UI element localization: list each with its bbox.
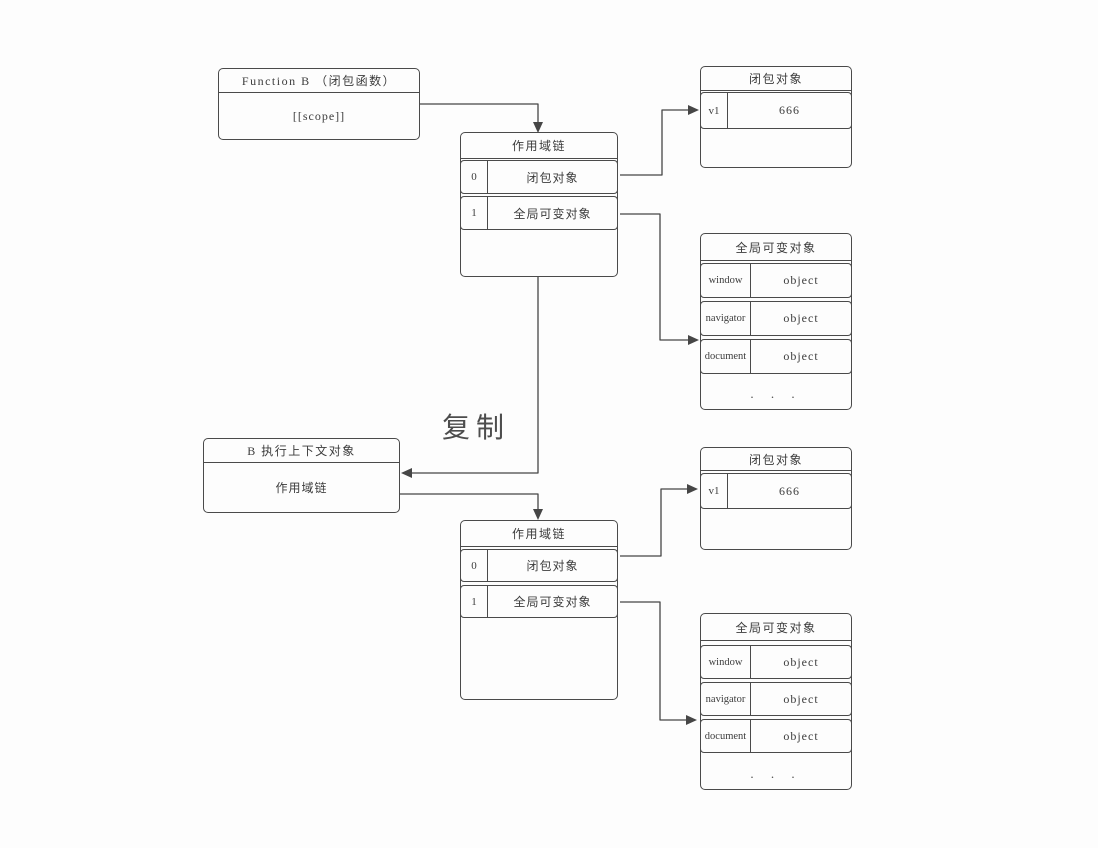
row-key: window (701, 264, 751, 297)
arrow-functionb-to-scopechain-top (420, 103, 543, 133)
row-key: document (701, 340, 751, 373)
row-value: 闭包对象 (526, 170, 579, 185)
scope-chain-top-box: 作用域链 0 闭包对象 1 全局可变对象 (460, 132, 618, 277)
arrow-scopechain-bottom-row0-to-closure-bottom (620, 484, 698, 557)
row-key: v1 (701, 93, 728, 128)
row-index: 0 (461, 550, 488, 581)
arrow-exec-context-to-scopechain-bottom (400, 493, 543, 520)
scope-chain-bottom-box: 作用域链 0 闭包对象 1 全局可变对象 (460, 520, 618, 700)
scope-chain-top-row-1: 1 全局可变对象 (460, 196, 618, 230)
row-value: object (783, 728, 819, 743)
exec-context-scope-chain-slot: 作用域链 (275, 481, 328, 495)
closure-object-top-box: 闭包对象 v1 666 (700, 66, 852, 168)
row-value: 666 (779, 483, 800, 498)
exec-context-box: B 执行上下文对象 作用域链 (203, 438, 400, 513)
global-object-bottom-ellipsis: . . . (750, 766, 802, 781)
row-index: 0 (461, 161, 488, 193)
global-object-bottom-title: 全局可变对象 (701, 614, 851, 641)
global-object-bottom-row-navigator: navigator object (700, 682, 852, 716)
row-key: v1 (701, 474, 728, 508)
global-object-top-row-window: window object (700, 263, 852, 298)
global-object-bottom-row-window: window object (700, 645, 852, 679)
copy-label: 复制 (442, 413, 511, 444)
global-object-top-title: 全局可变对象 (701, 234, 851, 261)
row-index: 1 (461, 197, 488, 229)
closure-object-top-title: 闭包对象 (701, 67, 851, 91)
function-b-scope-slot: [[scope]] (292, 108, 346, 123)
exec-context-title: B 执行上下文对象 (204, 439, 399, 463)
arrow-scopechain-bottom-row1-to-global-bottom (620, 601, 697, 725)
global-object-top-ellipsis: . . . (750, 386, 802, 401)
global-object-top-box: 全局可变对象 window object navigator object do… (700, 233, 852, 410)
row-value: 全局可变对象 (513, 595, 592, 609)
scope-chain-top-title: 作用域链 (461, 133, 617, 159)
row-value: object (783, 654, 819, 669)
row-value: object (783, 349, 819, 363)
arrow-scopechain-top-row1-to-global-top (620, 213, 699, 345)
closure-object-bottom-box: 闭包对象 v1 666 (700, 447, 852, 550)
row-value: object (783, 273, 819, 287)
scope-chain-top-row-0: 0 闭包对象 (460, 160, 618, 194)
global-object-top-row-navigator: navigator object (700, 301, 852, 336)
row-value: 闭包对象 (526, 559, 579, 573)
row-key: navigator (701, 302, 751, 335)
global-object-bottom-box: 全局可变对象 window object navigator object do… (700, 613, 852, 790)
row-value: 全局可变对象 (513, 206, 592, 221)
closure-object-top-row: v1 666 (700, 92, 852, 129)
function-b-title: Function B （闭包函数） (219, 69, 419, 93)
scope-chain-bottom-row-0: 0 闭包对象 (460, 549, 618, 582)
arrow-scopechain-top-row0-to-closure-top (620, 105, 699, 176)
row-key: navigator (701, 683, 751, 715)
closure-object-bottom-title: 闭包对象 (701, 448, 851, 471)
scope-chain-bottom-row-1: 1 全局可变对象 (460, 585, 618, 618)
global-object-top-row-document: document object (700, 339, 852, 374)
row-value: object (783, 311, 819, 325)
global-object-bottom-row-document: document object (700, 719, 852, 753)
row-key: document (701, 720, 751, 752)
row-value: object (783, 691, 819, 706)
row-key: window (701, 646, 751, 678)
row-index: 1 (461, 586, 488, 617)
function-b-box: Function B （闭包函数） [[scope]] (218, 68, 420, 140)
row-value: 666 (779, 103, 800, 117)
scope-chain-bottom-title: 作用域链 (461, 521, 617, 547)
closure-object-bottom-row: v1 666 (700, 473, 852, 509)
